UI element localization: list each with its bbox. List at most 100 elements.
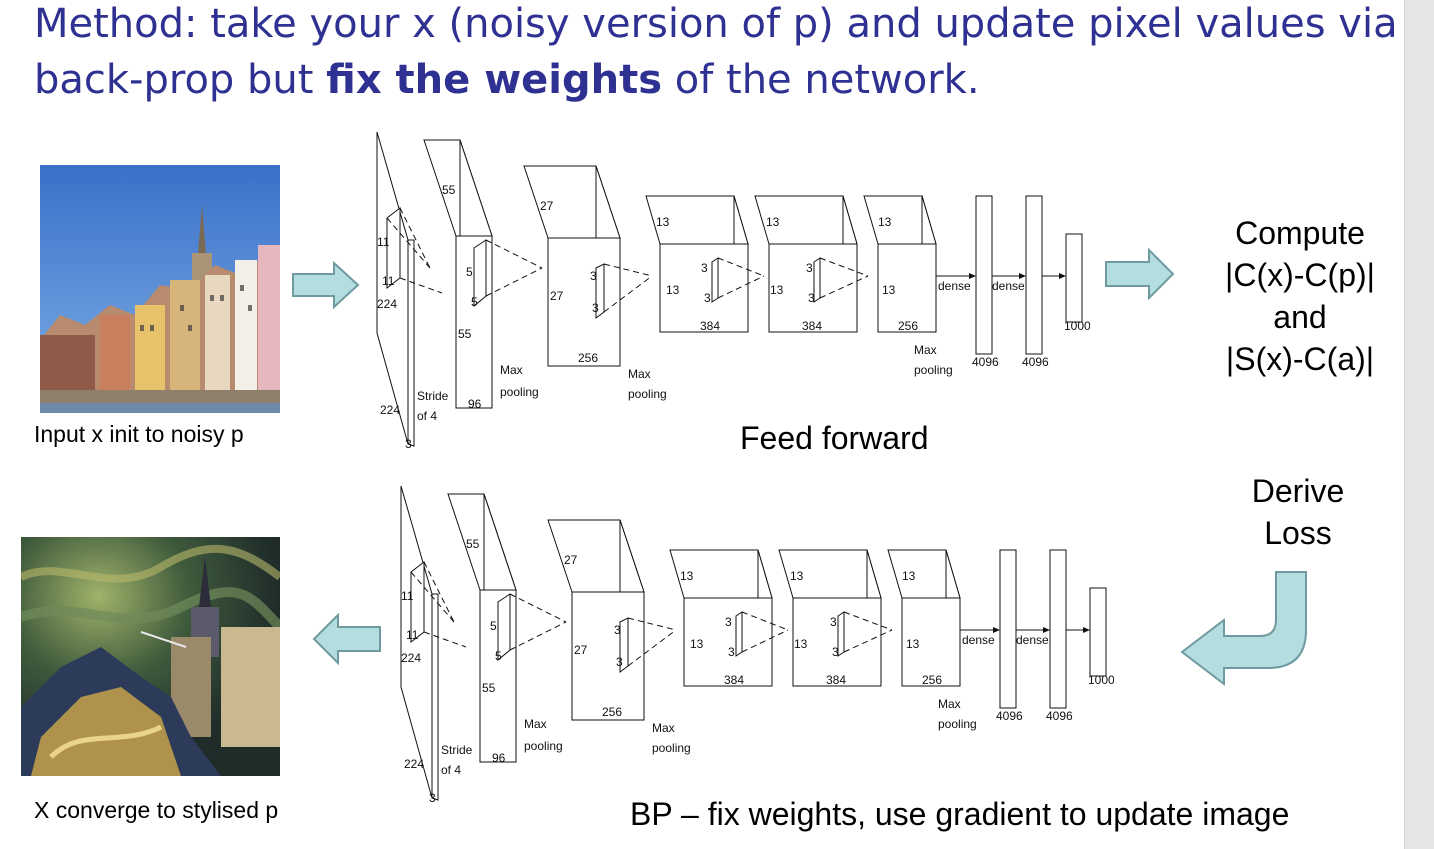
network-label-n55b: 55	[458, 327, 472, 341]
connection-line	[410, 571, 455, 623]
network-label-n256b: 256	[922, 673, 942, 687]
network-label-k3b: 3	[592, 301, 599, 315]
network-label-d224a: 224	[377, 297, 397, 311]
network-label-n13a: 13	[656, 215, 670, 229]
network-label-maxpool2: Max	[652, 721, 675, 735]
connection-line	[485, 267, 543, 297]
network-label-k3e: 3	[830, 615, 837, 629]
network-label-n13b: 13	[690, 637, 704, 651]
connection-line	[843, 629, 893, 653]
conv2-front	[571, 591, 645, 721]
network-label-maxpool3: Max	[914, 343, 937, 357]
connection-line	[485, 239, 543, 269]
network-label-k3a: 3	[590, 269, 597, 283]
right-arrow-icon	[292, 261, 360, 309]
network-label-n4096b: 4096	[1046, 709, 1073, 723]
network-label-stride: Stride	[441, 743, 473, 757]
network-label-n1000: 1000	[1064, 319, 1090, 333]
network-label-pool2: pooling	[628, 387, 667, 401]
network-label-n27b: 27	[574, 643, 588, 657]
connection-line	[509, 621, 567, 651]
compute-line: and	[1273, 299, 1327, 335]
title-bold-text: fix the weights	[326, 57, 663, 103]
network-label-k5b: 5	[495, 649, 502, 663]
network-label-n384a: 384	[724, 673, 744, 687]
network-label-n1000: 1000	[1088, 673, 1114, 687]
network-label-k5b: 5	[471, 295, 478, 309]
network-label-dense2: dense	[992, 279, 1025, 293]
connection-line	[741, 611, 789, 631]
input-caption: Input x init to noisy p	[34, 421, 244, 447]
network-label-k11b: 11	[406, 628, 419, 642]
dense-layer-1	[999, 549, 1017, 709]
network-label-k3d: 3	[728, 645, 735, 659]
connection-line	[399, 277, 443, 294]
network-label-n13f: 13	[882, 283, 896, 297]
network-label-d224a: 224	[401, 651, 421, 665]
conv2-front	[547, 237, 621, 367]
network-label-pool2: pooling	[652, 741, 691, 755]
network-label-d224b: 224	[380, 403, 400, 417]
connection-line	[627, 629, 677, 667]
network-label-k11a: 11	[377, 235, 390, 249]
connection-line	[399, 207, 431, 269]
network-label-maxpool1: Max	[500, 363, 523, 377]
network-label-d3: 3	[429, 791, 436, 805]
dense-layer-1	[975, 195, 993, 355]
network-label-maxpool3: Max	[938, 697, 961, 711]
connection-line	[717, 257, 765, 277]
network-label-n13c: 13	[790, 569, 804, 583]
network-label-k11b: 11	[382, 274, 395, 288]
slide-title: Method: take your x (noisy version of p)…	[34, 0, 1434, 108]
connection-line	[603, 275, 653, 313]
network-label-d3: 3	[405, 437, 412, 451]
network-label-n256a: 256	[602, 705, 622, 719]
output-photo	[21, 537, 280, 776]
network-label-pool3: pooling	[914, 363, 953, 377]
connection-line	[843, 611, 893, 631]
network-label-n13f: 13	[906, 637, 920, 651]
output-layer-1000	[1089, 587, 1107, 677]
dense-layer-2	[1025, 195, 1043, 355]
derive-line: Derive	[1251, 473, 1345, 509]
dense-layer-2	[1049, 549, 1067, 709]
network-label-k5a: 5	[490, 619, 497, 633]
derive-loss-text: Derive Loss	[1218, 470, 1378, 554]
derive-line: Loss	[1264, 515, 1332, 551]
connection-line	[509, 593, 567, 623]
network-label-n96: 96	[468, 397, 482, 411]
arrowhead	[1059, 273, 1066, 279]
compute-line: |C(x)-C(p)|	[1225, 257, 1375, 293]
network-label-n384b: 384	[802, 319, 822, 333]
network-label-k3f: 3	[808, 291, 815, 305]
network-label-n13d: 13	[770, 283, 784, 297]
network-label-k3d: 3	[704, 291, 711, 305]
arrowhead	[969, 273, 976, 279]
network-label-n384a: 384	[700, 319, 720, 333]
conv3-front	[659, 243, 749, 333]
input-photo	[40, 165, 280, 413]
connection-line	[741, 629, 789, 653]
network-label-n13a: 13	[680, 569, 694, 583]
network-label-n13d: 13	[794, 637, 808, 651]
network-label-pool1: pooling	[524, 739, 563, 753]
network-label-n256a: 256	[578, 351, 598, 365]
connection-line	[627, 617, 677, 631]
bp-label: BP – fix weights, use gradient to update…	[630, 796, 1290, 832]
scrollbar[interactable]	[1404, 0, 1434, 849]
network-label-k5a: 5	[466, 265, 473, 279]
network-label-dense1: dense	[938, 279, 971, 293]
network-label-pool1: pooling	[500, 385, 539, 399]
network-label-k3f: 3	[832, 645, 839, 659]
output-caption: X converge to stylised p	[34, 797, 279, 823]
arrowhead	[1019, 273, 1026, 279]
network-label-maxpool2: Max	[628, 367, 651, 381]
conv5-front	[877, 243, 937, 333]
connection-line	[819, 275, 869, 299]
network-label-n4096a: 4096	[996, 709, 1023, 723]
network-label-of4: of 4	[417, 409, 437, 423]
curved-arrow-icon	[1180, 571, 1307, 687]
title-text-end: of the network.	[662, 57, 980, 103]
